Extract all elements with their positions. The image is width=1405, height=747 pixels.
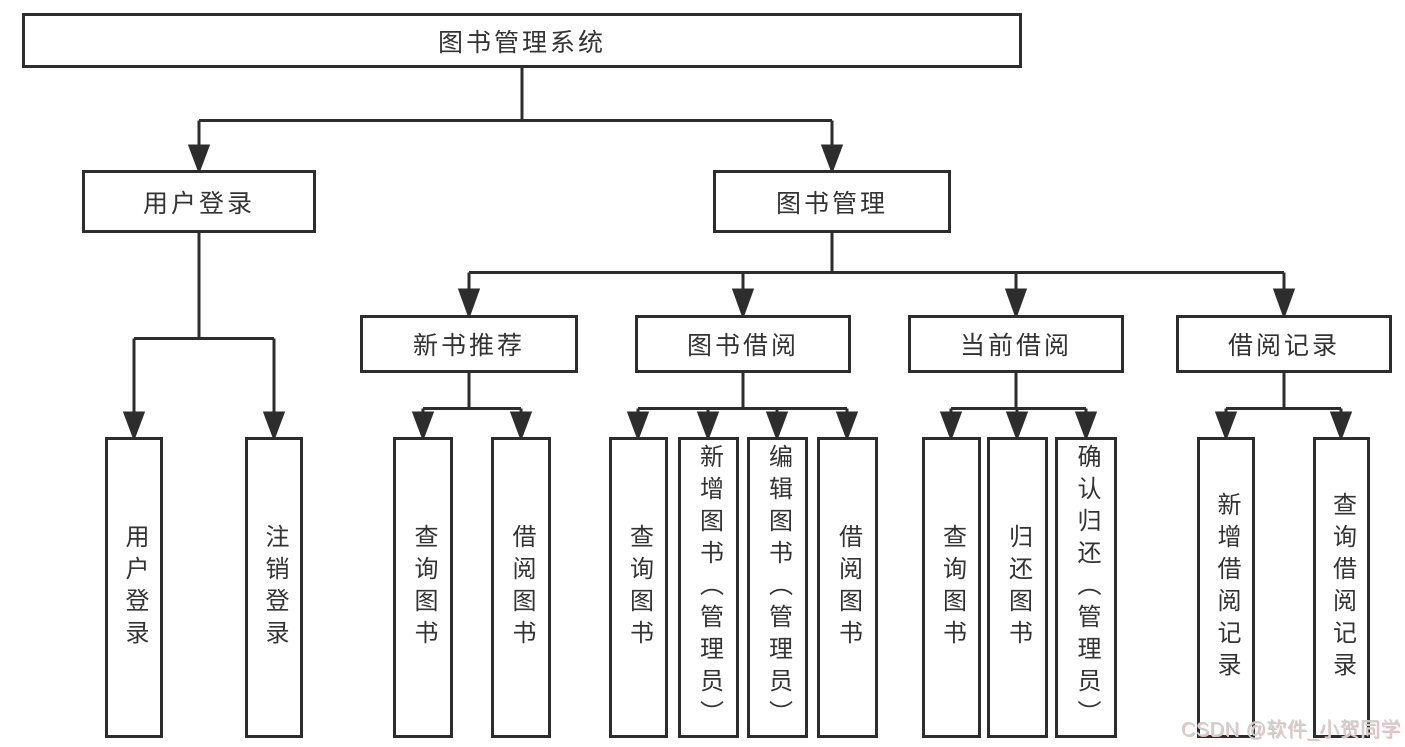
arrow-head <box>1272 288 1296 320</box>
node-label: 查询图书 <box>625 523 653 652</box>
leaf-add-borrow-record: 新增借阅记录 <box>1197 437 1255 738</box>
arrow-head <box>457 288 481 320</box>
node-borrow-records: 借阅记录 <box>1176 315 1392 373</box>
connector-current-borrow-to-leaves <box>949 373 1088 413</box>
arrow-head <box>122 411 146 442</box>
arrow-head <box>1329 411 1353 442</box>
node-label: 图书管理 <box>775 189 888 218</box>
arrow-head <box>509 411 533 442</box>
node-book-management: 图书管理 <box>713 170 951 233</box>
arrow-head <box>731 288 755 320</box>
arrow-head <box>820 144 844 175</box>
node-label: 新书推荐 <box>412 332 525 360</box>
leaf-add-books-admin: 新增图书（管理员） <box>678 437 739 738</box>
arrow-head <box>1005 411 1029 442</box>
node-current-borrow: 当前借阅 <box>908 315 1124 373</box>
node-label: 查询图书 <box>938 523 966 652</box>
arrow-head <box>835 411 859 442</box>
connector-user-login-to-leaves <box>132 233 276 413</box>
node-new-book-recommend: 新书推荐 <box>360 315 578 373</box>
leaf-query-books: 查询图书 <box>922 437 981 738</box>
leaf-user-login: 用户登录 <box>105 437 163 738</box>
leaf-query-borrow-record: 查询借阅记录 <box>1313 437 1370 738</box>
connector-borrow-records-to-leaves <box>1224 373 1343 413</box>
arrow-head <box>262 411 286 442</box>
node-book-borrow: 图书借阅 <box>635 315 851 373</box>
node-label: 借阅图书 <box>508 523 535 652</box>
leaf-edit-books-admin: 编辑图书（管理员） <box>747 437 808 738</box>
arrow-head <box>765 411 789 442</box>
leaf-query-books: 查询图书 <box>609 437 668 738</box>
node-label: 注销登录 <box>261 523 288 652</box>
node-label: 用户登录 <box>142 189 255 218</box>
node-label: 归还图书 <box>1004 523 1032 652</box>
arrow-head <box>939 411 963 442</box>
node-label: 查询图书 <box>410 523 437 652</box>
node-label: 借阅记录 <box>1227 332 1340 360</box>
leaf-query-books: 查询图书 <box>393 437 453 738</box>
connector-book-borrow-to-leaves <box>636 373 849 413</box>
node-label: 图书借阅 <box>686 332 799 360</box>
arrow-head <box>187 144 211 175</box>
node-root-library-management-system: 图书管理系统 <box>22 13 1022 68</box>
arrow-head <box>1074 411 1098 442</box>
leaf-borrow-books: 借阅图书 <box>491 437 551 738</box>
arrow-head <box>696 411 720 442</box>
arrow-head <box>626 411 650 442</box>
node-label: 确认归还（管理员） <box>1073 443 1100 732</box>
leaf-borrow-books: 借阅图书 <box>817 437 878 738</box>
connector-book-management-to-level3 <box>467 233 1286 290</box>
leaf-confirm-return-admin: 确认归还（管理员） <box>1055 437 1117 738</box>
node-label: 查询借阅记录 <box>1328 491 1356 684</box>
node-label: 借阅图书 <box>834 523 862 652</box>
csdn-watermark: CSDN @软件_小贺同学 <box>1180 719 1401 741</box>
node-label: 用户登录 <box>121 523 148 652</box>
arrow-head <box>411 411 435 442</box>
arrow-head <box>1214 411 1238 442</box>
connector-root-to-level2 <box>197 68 834 146</box>
node-label: 图书管理系统 <box>437 28 606 57</box>
node-label: 新增图书（管理员） <box>695 443 723 732</box>
leaf-logout: 注销登录 <box>245 437 303 738</box>
node-label: 新增借阅记录 <box>1213 491 1240 684</box>
connector-new-book-to-leaves <box>421 373 523 413</box>
arrow-head <box>1004 288 1028 320</box>
node-user-login: 用户登录 <box>82 170 316 233</box>
node-label: 编辑图书（管理员） <box>764 443 792 732</box>
node-label: 当前借阅 <box>959 332 1072 360</box>
leaf-return-books: 归还图书 <box>987 437 1048 738</box>
